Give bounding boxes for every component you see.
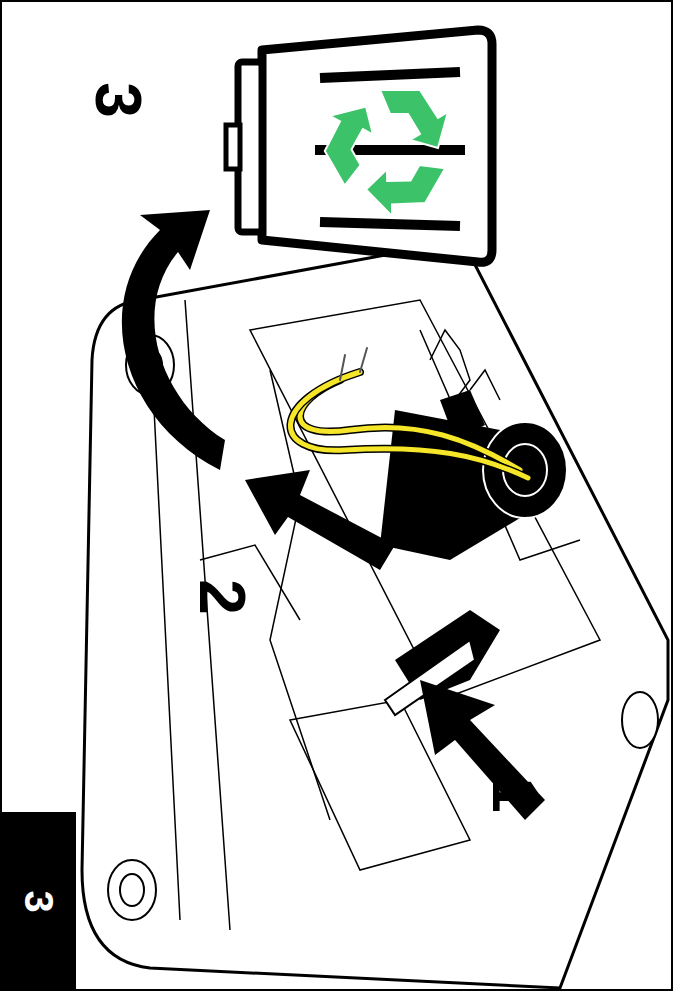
callout-number: 1 [483, 777, 547, 813]
callout-number: 2 [190, 579, 254, 615]
callout-number: 3 [86, 82, 150, 118]
curved-arrow [122, 210, 225, 470]
wire [290, 348, 528, 478]
arrow [245, 470, 395, 570]
step-number: 3 [16, 890, 61, 912]
recycle-bin [226, 30, 492, 262]
device-body [82, 244, 668, 988]
compartment [200, 300, 600, 870]
step-badge: 3 [0, 812, 76, 990]
battery-end [483, 422, 567, 518]
